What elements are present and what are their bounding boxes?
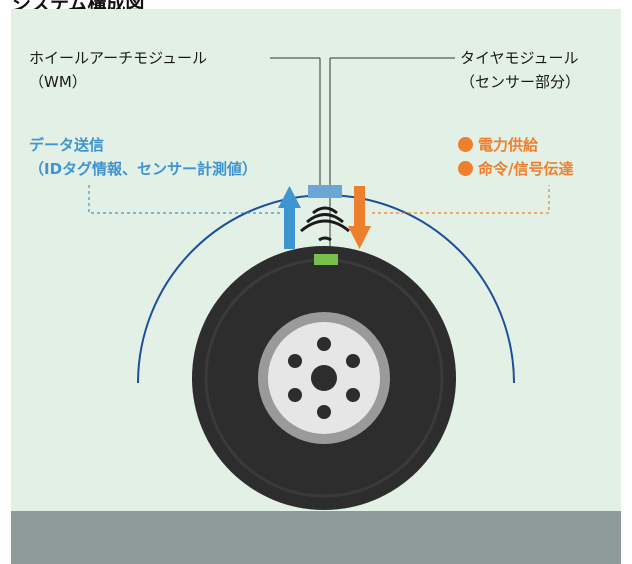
tire-module-label-line1: タイヤモジュール: [460, 49, 579, 67]
bullet-icon: [458, 161, 473, 176]
data-send-line1: データ送信: [29, 136, 105, 154]
tire-module-label-line2: （センサー部分）: [460, 73, 581, 91]
data-transmission-arrow: [278, 186, 301, 249]
data-transmission-label: データ送信 （IDタグ情報、センサー計測値）: [29, 133, 257, 181]
supply-item: 命令/信号伝達: [458, 157, 573, 181]
supply-label: 電力供給 命令/信号伝達: [458, 133, 573, 181]
signal-transmission-text: 命令/信号伝達: [478, 160, 574, 178]
tire-module: [314, 254, 338, 265]
supply-dashed-connector: [372, 185, 550, 214]
power-supply-text: 電力供給: [478, 136, 539, 154]
supply-item: 電力供給: [458, 133, 573, 157]
wm-label-line2: （WM）: [29, 73, 87, 91]
tire: [192, 246, 456, 510]
ground: [11, 511, 621, 564]
wm-label-line1: ホイールアーチモジュール: [29, 49, 208, 67]
bullet-icon: [458, 137, 473, 152]
wheel-arch-module: [308, 185, 342, 198]
data-send-line2: （IDタグ情報、センサー計測値）: [29, 160, 258, 178]
wheel-arch-module-label: ホイールアーチモジュール （WM）: [29, 46, 207, 94]
wireless-signal-icon: [300, 206, 350, 242]
data-dashed-connector: [88, 185, 280, 214]
power-supply-arrow: [348, 186, 371, 249]
tire-module-label: タイヤモジュール （センサー部分）: [460, 46, 580, 94]
lug-nuts: [288, 337, 360, 419]
